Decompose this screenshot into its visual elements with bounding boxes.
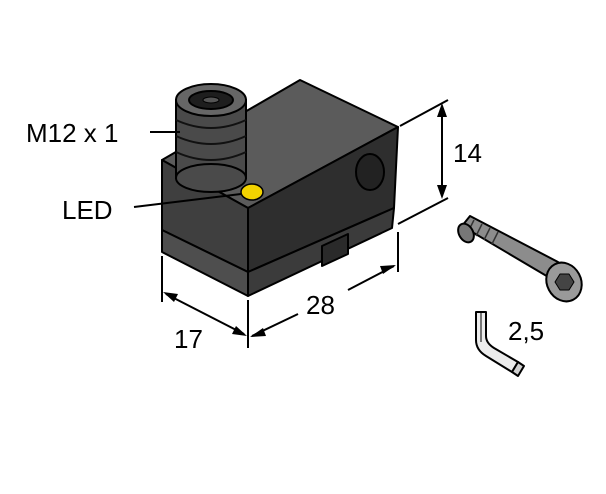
mounting-slot: [321, 233, 349, 267]
width-arrow-left: [163, 292, 178, 302]
width-dimension-line: [165, 293, 245, 335]
leader-lines: [133, 131, 242, 208]
height-label: 14: [453, 138, 482, 168]
length-arrow-left: [250, 328, 266, 337]
height-extension-bottom: [397, 197, 449, 225]
length-dimension: [247, 232, 399, 348]
length-arrow-right: [380, 265, 396, 274]
led-leader-line: [133, 193, 242, 208]
height-dimension: [397, 99, 449, 225]
connector-label: M12 x 1: [26, 118, 119, 148]
hex-key: [475, 311, 525, 377]
connector-pin: [202, 96, 220, 104]
connector-base: [175, 163, 247, 193]
width-dimension: [161, 256, 247, 336]
height-extension-top: [399, 99, 449, 127]
hex-key-label: 2,5: [508, 316, 544, 346]
height-arrow-top: [437, 103, 447, 117]
screw-shank: [461, 215, 559, 279]
mounting-screw: [457, 215, 583, 303]
height-arrow-bottom: [437, 185, 447, 199]
led-label: LED: [62, 195, 113, 225]
length-label: 28: [306, 290, 335, 320]
mounting-hole: [355, 153, 385, 191]
screw-hex-socket: [554, 273, 575, 291]
connector-ribs: [175, 119, 247, 161]
screw-tip: [457, 222, 475, 244]
led-indicator: [240, 183, 264, 201]
width-label: 17: [174, 324, 203, 354]
screw-thread: [467, 219, 499, 245]
width-arrow-right: [232, 326, 247, 336]
m12-connector: [175, 83, 247, 193]
hex-key-tip: [511, 361, 525, 377]
